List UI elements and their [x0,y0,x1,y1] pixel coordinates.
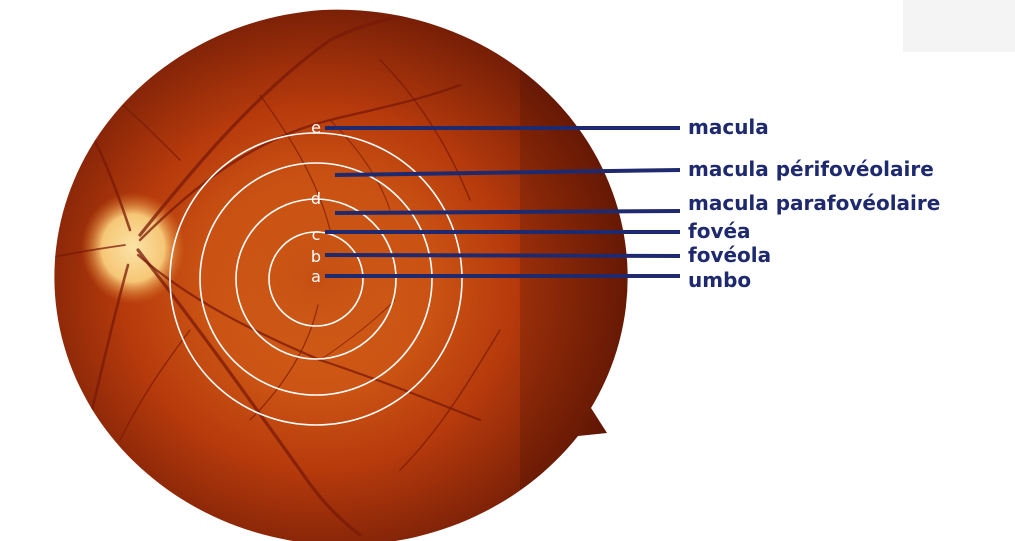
label-fovea: fovéa [688,219,751,243]
ring-letter-a: a [311,267,321,286]
label-umbo: umbo [688,268,751,292]
label-macula-perifoveolaire: macula périfovéolaire [688,157,934,181]
ring-letter-b: b [311,247,321,266]
background-patch [903,0,1015,52]
leader-line-foveola [325,255,680,256]
ring-letter-e: e [311,118,321,137]
label-macula: macula [688,115,769,139]
optic-disc [81,192,185,304]
ring-letter-d: d [311,189,321,208]
label-foveola: fovéola [688,243,771,267]
fundus-edge-shadow [520,0,640,541]
label-macula-parafoveolaire: macula parafovéolaire [688,191,940,215]
leader-line-macula-parafoveolaire [335,211,680,213]
fundus-image [30,0,640,541]
ring-letter-c: c [312,225,321,244]
